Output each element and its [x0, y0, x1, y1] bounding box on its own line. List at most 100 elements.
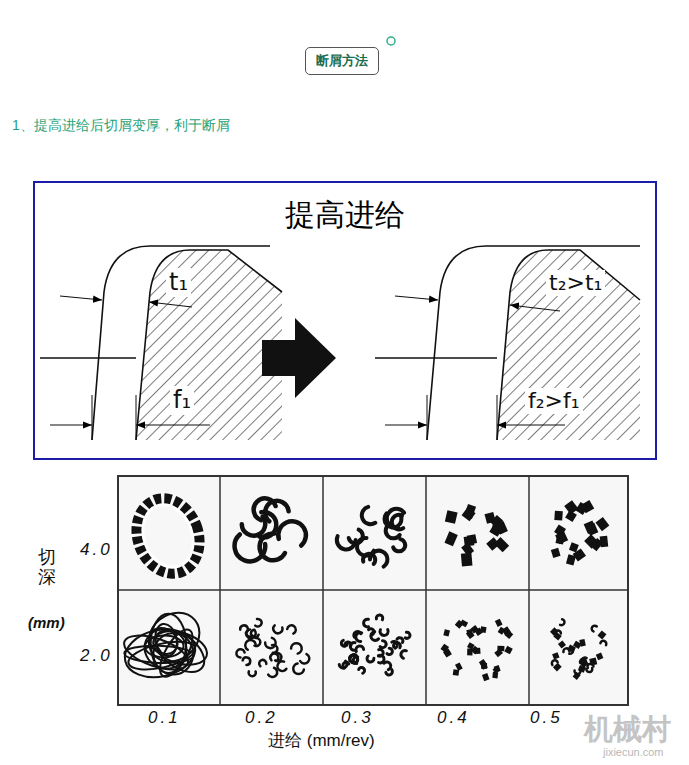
chip [455, 662, 463, 670]
chip [474, 648, 480, 654]
dimension-label: f₁ [170, 386, 194, 415]
node-text: 提高进给 [35, 195, 655, 236]
chip [367, 656, 374, 662]
chip [259, 660, 266, 666]
chip [504, 646, 512, 654]
chip [491, 522, 502, 534]
chip [397, 638, 403, 643]
chip [392, 641, 398, 648]
chip [551, 548, 561, 558]
decor-circle [387, 37, 395, 45]
chip [260, 512, 277, 537]
axis-unit: (mm) [28, 614, 65, 632]
chip [249, 671, 256, 676]
chip [291, 643, 302, 653]
cutting-diagram-left [40, 246, 282, 440]
chip [597, 630, 606, 639]
chip [480, 661, 488, 669]
chip [287, 625, 296, 633]
chip [584, 534, 599, 549]
chip [293, 663, 304, 674]
section-heading: 1、提高进给后切屑变厚，利于断屑 [12, 117, 230, 134]
chip [600, 641, 606, 645]
chip [148, 622, 212, 681]
axis-tick: 0.2 [245, 708, 278, 728]
chip [586, 668, 592, 672]
chip [380, 630, 388, 636]
axis-tick: 4.0 [80, 540, 113, 560]
watermark: 机械村 [584, 712, 671, 747]
chip [240, 625, 248, 632]
chip [337, 536, 356, 549]
chip [493, 666, 500, 673]
axis-tick: 0.4 [437, 708, 470, 728]
chip [270, 654, 278, 661]
dimension-label: t₁ [166, 268, 191, 297]
chip [255, 619, 261, 627]
axis-tick: 2.0 [80, 646, 113, 666]
chip [560, 619, 564, 625]
chip [589, 657, 597, 665]
chip [356, 646, 364, 652]
chip [474, 628, 482, 636]
chip [362, 507, 375, 524]
chip [364, 619, 369, 627]
chip [592, 626, 597, 632]
chip [552, 660, 558, 665]
chip [405, 632, 410, 638]
chip [482, 673, 490, 681]
chip [350, 655, 358, 663]
chip [384, 662, 391, 670]
chip [380, 641, 386, 648]
chip [467, 648, 472, 655]
chip [573, 548, 586, 561]
chip [265, 638, 275, 648]
chip [555, 531, 568, 544]
watermark: jixiecun.com [603, 746, 664, 759]
chip [444, 531, 457, 546]
chip [579, 658, 589, 668]
chip [386, 670, 393, 675]
chip [575, 670, 581, 674]
chip [135, 498, 202, 575]
chip [494, 649, 503, 658]
chip [387, 648, 392, 654]
chip [356, 633, 362, 642]
chip [277, 661, 286, 671]
chip [278, 521, 306, 545]
chip-grid [118, 476, 628, 705]
node-text: 断屑方法 [316, 52, 368, 70]
chip [595, 517, 609, 531]
chip [579, 639, 586, 647]
chip [359, 667, 365, 673]
chip [443, 629, 450, 636]
chip [445, 510, 458, 524]
chip [553, 663, 562, 672]
chip [357, 538, 374, 556]
chip [376, 615, 382, 620]
chip [495, 619, 503, 627]
chip [393, 539, 405, 551]
chip [443, 649, 452, 658]
chip [369, 629, 374, 635]
chip [596, 652, 604, 660]
chip [273, 625, 282, 633]
chip [153, 622, 180, 658]
chip [558, 640, 566, 648]
cutting-diagram-right [375, 246, 640, 440]
chip [584, 520, 597, 534]
chip [569, 648, 573, 654]
axis-tick: 0.3 [341, 708, 374, 728]
axis-tick: 0.1 [148, 708, 181, 728]
chip [339, 661, 347, 668]
chip [564, 500, 578, 514]
chip [552, 652, 559, 659]
axis-title: 进给 (mm/rev) [268, 731, 375, 751]
chip [385, 513, 402, 527]
chip [378, 655, 384, 663]
chip [251, 630, 259, 638]
chip [460, 619, 468, 627]
chip [353, 657, 357, 664]
chip [498, 627, 506, 635]
axis-tick: 0.5 [530, 708, 563, 728]
